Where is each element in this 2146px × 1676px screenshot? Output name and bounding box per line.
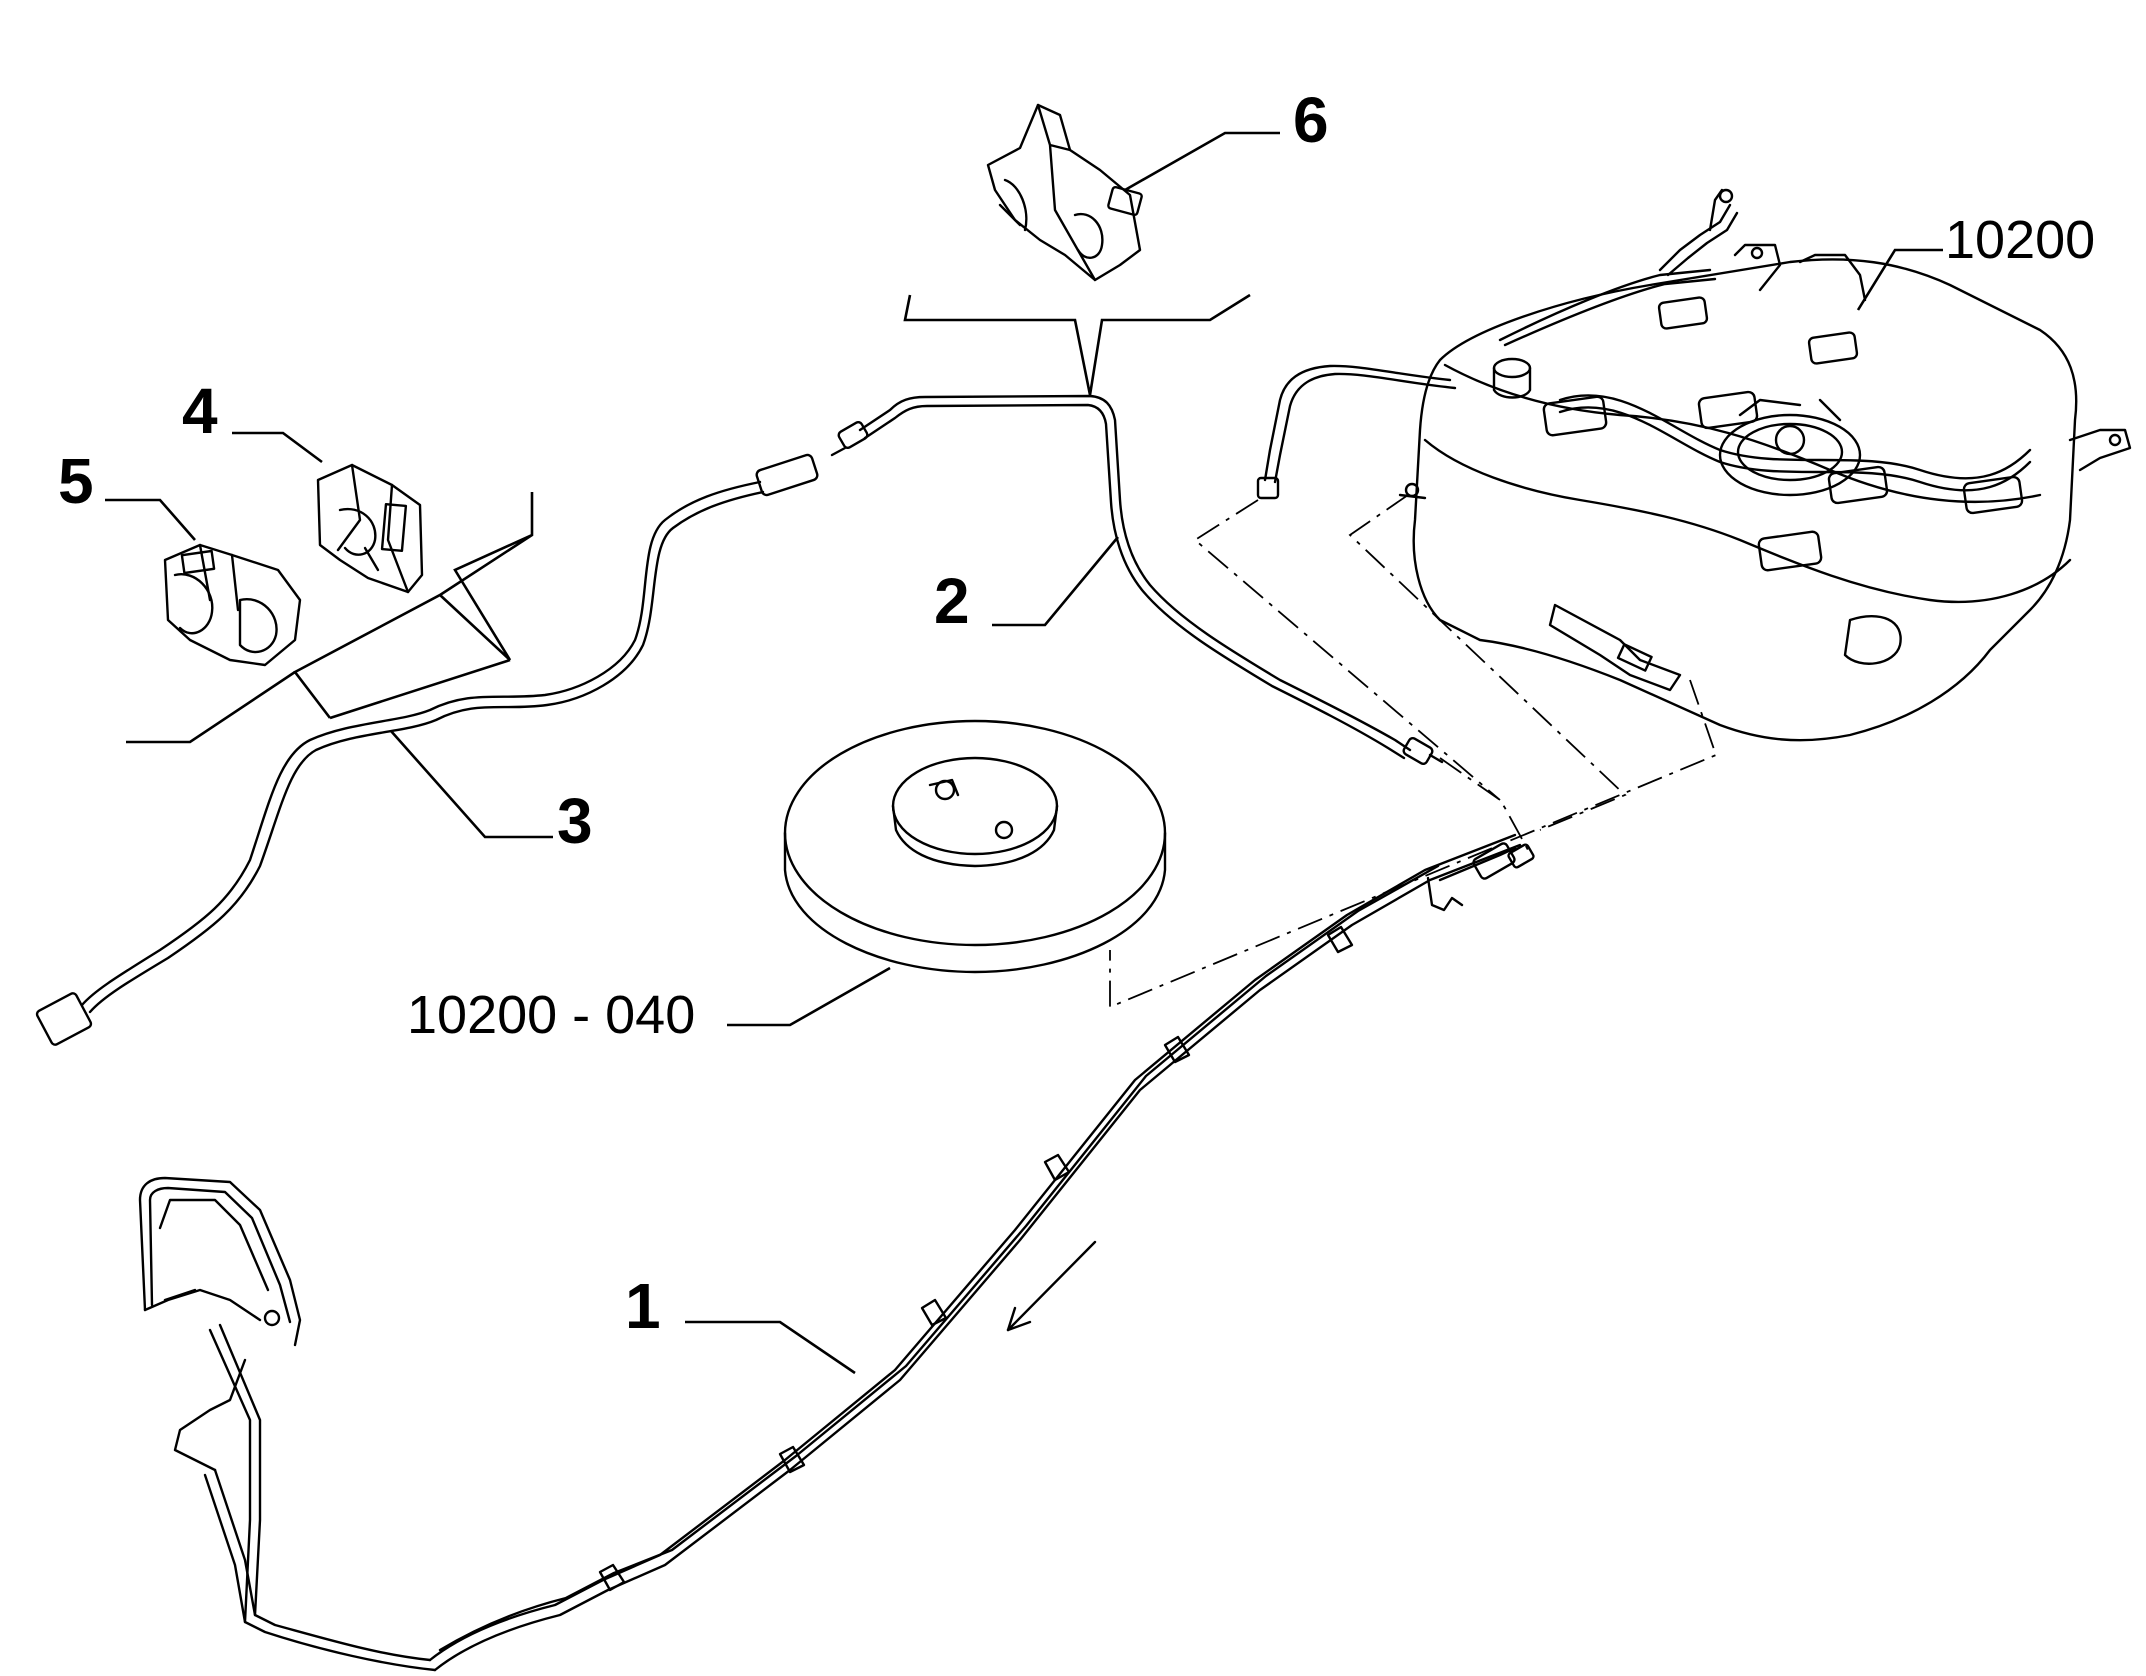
callout-leaders <box>105 131 1943 1375</box>
part-2-pipe <box>830 394 1444 766</box>
leader-10200-040 <box>727 966 891 1027</box>
callout-2: 2 <box>934 565 970 637</box>
line-clips <box>598 925 1354 1592</box>
leader-6 <box>1124 131 1280 192</box>
part-5-clip <box>163 543 302 667</box>
callout-6: 6 <box>1293 84 1329 156</box>
leader-4 <box>232 431 323 464</box>
part-6-bracket <box>986 103 1143 282</box>
leader-2 <box>992 536 1120 627</box>
part-3-pipe <box>35 453 819 1046</box>
callout-1: 1 <box>625 1270 661 1342</box>
leader-5 <box>105 498 196 541</box>
callout-5: 5 <box>58 445 94 517</box>
leader-1 <box>685 1320 856 1375</box>
callout-4: 4 <box>182 375 218 447</box>
ref-10200-040: 10200 - 040 <box>407 985 695 1045</box>
leader-10200 <box>1856 248 1943 311</box>
callout-3: 3 <box>557 785 593 857</box>
ref-10200: 10200 <box>1945 210 2095 270</box>
spare-tank <box>783 719 1167 974</box>
part-4-clip <box>316 463 424 594</box>
part-1-fuel-line-assembly <box>138 833 1535 1672</box>
fuel-tank <box>1256 188 2132 742</box>
callout-labels: 1 2 3 4 5 6 10200 10200 - 040 <box>58 84 2095 1342</box>
assembly-lines <box>126 293 1718 1009</box>
leader-3 <box>390 730 553 839</box>
